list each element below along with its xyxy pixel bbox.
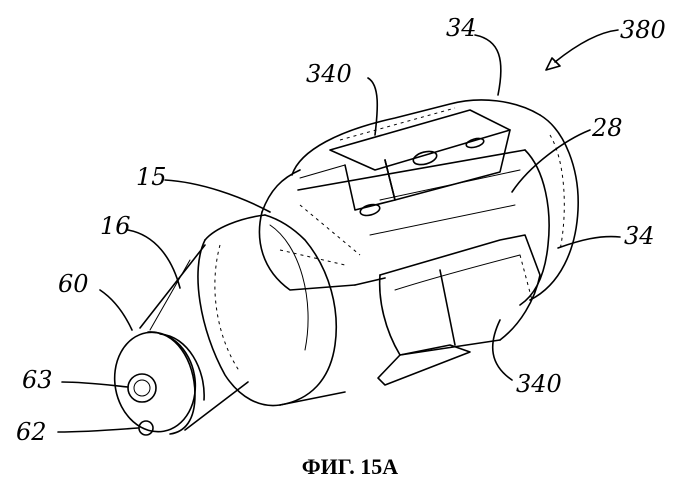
leader-380 (555, 30, 618, 62)
label-60: 60 (58, 270, 89, 298)
label-380: 380 (620, 16, 666, 44)
leader-60 (100, 290, 132, 330)
figure-caption: ФИГ. 15А (0, 454, 700, 480)
label-340-bottom: 340 (516, 370, 562, 398)
label-34-right: 34 (624, 222, 655, 250)
side-latch (378, 235, 540, 385)
label-63: 63 (22, 366, 53, 394)
leader-34-top (475, 35, 501, 95)
leader-62 (58, 428, 138, 432)
label-340-top: 340 (306, 60, 352, 88)
label-34-top: 34 (446, 14, 477, 42)
label-15: 15 (136, 163, 167, 191)
label-62: 62 (16, 418, 47, 446)
leader-15 (165, 180, 270, 212)
leader-28 (512, 130, 590, 192)
label-16: 16 (100, 212, 131, 240)
device-body (259, 100, 578, 305)
leader-340-bottom (493, 320, 512, 380)
device-drawing: 380 34 340 28 15 16 34 60 63 62 340 (0, 0, 700, 450)
leader-340-top (368, 78, 377, 135)
front-collar (198, 215, 345, 406)
leader-16 (128, 230, 180, 288)
nozzle (107, 245, 248, 438)
leader-63 (62, 382, 128, 387)
leader-34-right (558, 237, 620, 248)
label-28: 28 (591, 114, 623, 142)
top-latch (300, 108, 510, 217)
